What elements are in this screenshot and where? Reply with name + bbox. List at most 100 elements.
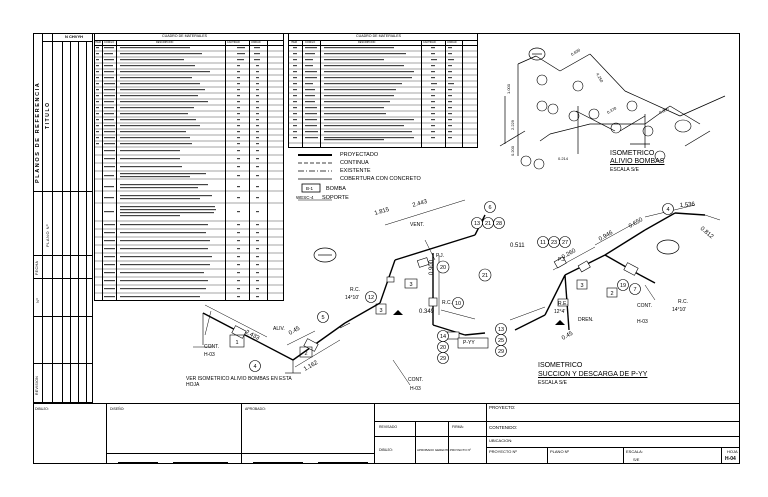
iso-top-scale: ESCALA S/E: [610, 167, 639, 173]
balloon-23: 23: [551, 240, 557, 246]
balloon-20b: 20: [440, 345, 446, 351]
tb-escala: ESCALA:: [626, 449, 643, 454]
dim-0900: 0.900: [429, 259, 435, 275]
mat-right-h-codigo: CODIGO: [305, 41, 316, 44]
iso-main-scale: ESCALA S/E: [538, 380, 567, 386]
iso-top-dim-4: 2.229: [510, 119, 515, 130]
tb-hoja-val: H-04: [725, 456, 736, 462]
balloon-25: 25: [498, 338, 504, 344]
balloon-29b: 29: [498, 349, 504, 355]
balloon-4: 4: [253, 364, 256, 370]
label-rc-1: R.C.: [350, 287, 360, 293]
tb-proyecto-n: PROYECTO Nº: [489, 449, 517, 454]
balloon-20: 20: [440, 265, 446, 271]
label-aliv: ALIV.: [273, 326, 285, 332]
label-cont-3: CONT.: [637, 303, 652, 309]
legend-continua: CONTINUA: [340, 160, 369, 166]
dim-1162: 1.162: [303, 360, 320, 373]
tb-firma: FIRMA:: [452, 425, 464, 429]
materials-left-title: CUADRO DE MATERIALES: [162, 34, 208, 38]
tb-plano-n: PLANO Nº: [550, 449, 570, 454]
iso-top-title-2: ALIVIO BOMBAS: [610, 158, 665, 165]
tb-hoja: HOJA: [727, 449, 738, 454]
iso-top-dim-0: 0.830: [570, 47, 582, 57]
iso-main-north-marker: [313, 247, 337, 263]
fecha-label: FECHA: [35, 260, 39, 275]
no-label: Nº: [35, 297, 40, 303]
label-pj-2: P.J.: [558, 257, 566, 263]
materials-left-rows: [94, 47, 284, 298]
balloon-19: 19: [620, 283, 626, 289]
dim-0650: 0.650: [628, 217, 645, 230]
iso-top-north-marker: [528, 47, 546, 61]
balloon-12: 12: [368, 295, 374, 301]
mat-left-h-cant: CANTIDAD: [227, 41, 240, 44]
tb-proyecto-no: PROYECTO Nº: [450, 448, 471, 452]
dim-0349: 0.349: [419, 309, 435, 315]
label-rc-4-angle: 14°10': [672, 307, 687, 313]
iso-succion-descarga: 6 13 21 28 20 21 10 14 20 29 5 12 4 11 2…: [193, 199, 721, 386]
mat-right-h-cant: CANTIDAD: [423, 41, 436, 44]
dim-0812: 0.812: [699, 226, 715, 241]
tb-revisado: REVISADO: [379, 425, 398, 429]
legend-cobertura: COBERTURA CON CONCRETO: [340, 176, 421, 182]
label-pump-tag: P-YY: [463, 340, 475, 346]
balloon-6: 6: [488, 205, 491, 211]
balloon-10: 10: [455, 301, 461, 307]
box-3b: 3: [409, 282, 412, 288]
iso-top-dim-7: 0.214: [558, 156, 569, 161]
legend-existente: EXISTENTE: [340, 168, 371, 174]
iso-top-dim-6: 1.000: [506, 83, 511, 94]
label-vent: VENT.: [410, 222, 425, 228]
tb-diseno: DISEÑO:: [110, 407, 125, 411]
tb-proyecto: PROYECTO:: [489, 405, 516, 410]
iso-top-dim-5: 0.200: [510, 145, 515, 156]
balloon-14: 14: [440, 334, 446, 340]
label-dren: DREN.: [578, 317, 594, 323]
label-cont-2-sheet: H-03: [410, 386, 421, 392]
legend-bomba: BOMBA: [326, 186, 346, 192]
box-3: 3: [379, 308, 382, 314]
iso-top-dim-2: 0.300: [658, 106, 670, 115]
tb-aprobado-gerente: APROBADO GERENTE: [417, 448, 450, 452]
balloon-5: 5: [321, 315, 324, 321]
reference-strip: N CHVYH PLANOS DE REFERENCIA TITULO PLAN…: [33, 33, 93, 403]
box-3c: 3: [580, 283, 583, 289]
label-cont-2: CONT.: [408, 377, 423, 383]
iso-top-dim-3: 0.370: [606, 105, 618, 115]
dim-0511: 0.511: [510, 243, 525, 249]
legend: PROYECTADO CONTINUA EXISTENTE COBERTURA …: [296, 150, 446, 205]
mat-right-h-desc: DESCRIPCION: [358, 41, 376, 44]
ref-vertical-title: PLANOS DE REFERENCIA: [35, 81, 41, 183]
legend-support-code: WESC-4: [296, 195, 314, 200]
balloon-11: 11: [540, 240, 546, 246]
label-pj-1: P.J.: [436, 253, 444, 259]
tb-ubicacion: UBICACION:: [489, 438, 513, 443]
iso-top-title-1: ISOMETRICO: [610, 150, 655, 157]
ref-vertical-subtitle: TITULO: [45, 101, 51, 129]
mat-right-h-item: ITEM: [291, 41, 297, 44]
dim-0946: 0.946: [598, 230, 615, 243]
legend-soporte: SOPORTE: [322, 195, 349, 201]
dim-1536: 1.536: [680, 202, 696, 209]
dim-1815: 1.815: [374, 207, 391, 217]
label-rc-4: R.C.: [678, 299, 688, 305]
materials-right-title: CUADRO DE MATERIALES: [356, 34, 402, 38]
balloon-27: 27: [562, 240, 568, 246]
balloon-29: 29: [440, 356, 446, 362]
mat-right-h-unid: UNIDAD: [447, 41, 457, 44]
tb-contenido: CONTENIDO:: [489, 425, 518, 430]
pump-box: [457, 337, 489, 349]
legend-pump-code: B-1: [306, 186, 314, 191]
iso-main-title-2: SUCCION Y DESCARGA DE P-YY: [538, 371, 648, 378]
tb-dibujo: DIBUJO:: [35, 407, 49, 411]
mat-left-h-desc: DESCRIPCION: [156, 41, 174, 44]
dim-045b: 0.45: [561, 330, 575, 341]
materials-table-right: CUADRO DE MATERIALES ITEM CODIGO DESCRIP…: [288, 33, 478, 148]
box-2b: 2: [610, 291, 613, 297]
label-ver-iso-note: VER ISOMETRICO ALIVIO BOMBAS EN ESTA HOJ…: [186, 376, 292, 388]
mat-left-h-unid: UNIDAD: [251, 41, 261, 44]
iso-main-north-marker-2: [656, 239, 680, 255]
dim-045: 0.45: [288, 325, 302, 336]
dim-2433: 2.433: [244, 329, 261, 342]
